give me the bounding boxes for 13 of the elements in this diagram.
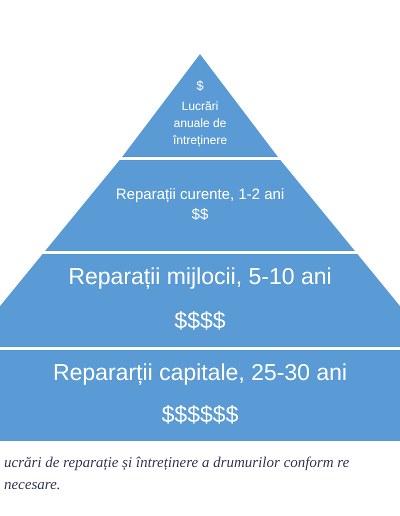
pyramid-base-tier [0, 350, 400, 441]
figure-caption: ucrări de reparație și întreținere a drumurilor conform re necesare. [4, 454, 350, 495]
pyramid-tier [0, 254, 400, 347]
tier-label: Reparații curente, 1-2 ani [116, 185, 284, 204]
cost-symbols: $$$$$$ [162, 400, 238, 429]
tier-label: Lucrări anuale de întreținere [172, 98, 228, 149]
cost-symbols: $ [196, 78, 204, 94]
tier-label: Repararții capitale, 25-30 ani [52, 358, 348, 387]
cost-symbols: $$$$ [174, 306, 226, 335]
cost-symbols: $$ [192, 205, 208, 224]
pyramid-top-tier [122, 54, 278, 157]
tier-label: Reparații mijlocii, 5-10 ani [68, 262, 332, 291]
pyramid-tier [45, 160, 355, 251]
